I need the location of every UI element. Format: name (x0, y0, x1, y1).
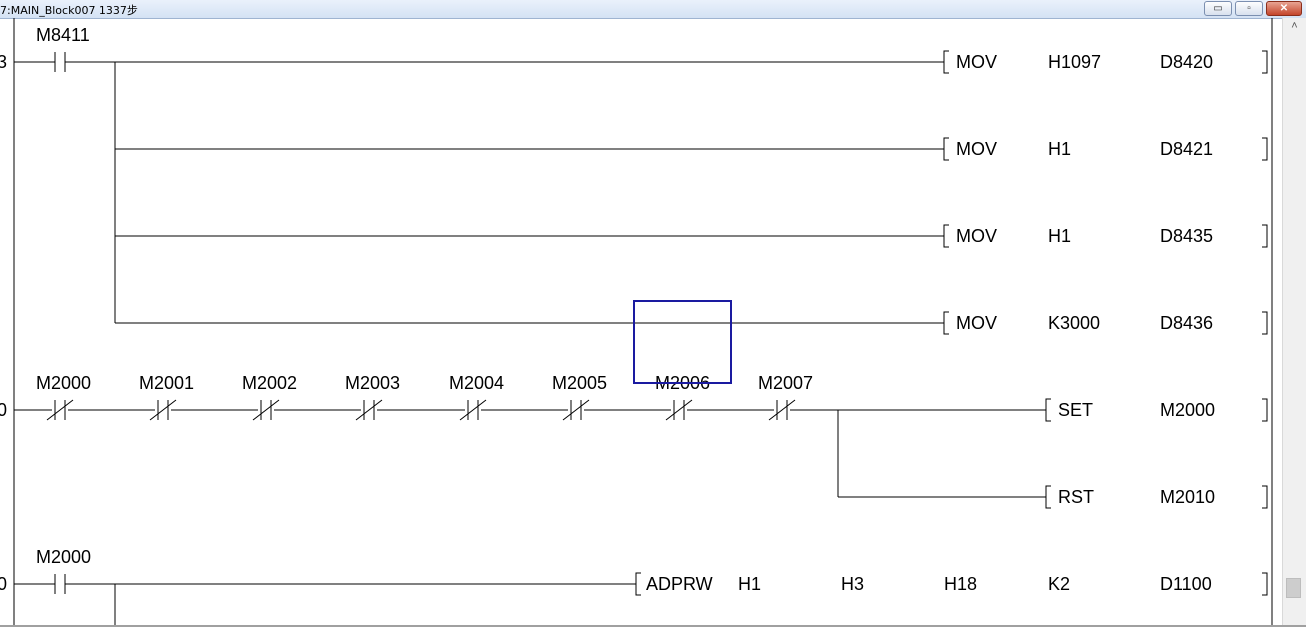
instruction-bracket-left-icon (1045, 398, 1051, 422)
no-contact-icon[interactable] (54, 574, 66, 594)
rung-step-number: 0 (0, 400, 8, 420)
window-title: 7:MAIN_Block007 1337步 (0, 4, 138, 17)
contact-label: M2002 (242, 373, 298, 393)
contact-label: M2005 (552, 373, 608, 393)
minimize-button[interactable]: ▭ (1204, 1, 1232, 16)
instruction-bracket-right-icon (1262, 50, 1268, 74)
nc-contact-icon[interactable] (768, 399, 796, 421)
contact-label: M8411 (36, 25, 90, 45)
no-contact-icon[interactable] (54, 52, 66, 72)
ladder-diagram (13, 18, 1273, 625)
instruction-operand: D8421 (1160, 139, 1214, 159)
rung-step-number: 3 (0, 52, 8, 72)
ladder-editor-canvas[interactable]: 3 M8411 MOV H1097 D8420 MOV H1 D8421 MOV… (0, 18, 1282, 625)
instruction-operand: M2000 (1160, 400, 1216, 420)
restore-button[interactable]: ▫ (1235, 1, 1263, 16)
instruction-bracket-left-icon (635, 572, 641, 596)
instruction-operand: D8435 (1160, 226, 1214, 246)
instruction-mnemonic: SET (1058, 400, 1094, 420)
instruction-mnemonic: MOV (956, 139, 998, 159)
nc-contact-icon[interactable] (355, 399, 383, 421)
contact-label: M2004 (449, 373, 505, 393)
instruction-bracket-right-icon (1262, 398, 1268, 422)
instruction-operand: D1100 (1160, 574, 1212, 594)
vertical-scrollbar[interactable]: ˄ (1282, 18, 1306, 625)
instruction-bracket-right-icon (1262, 224, 1268, 248)
contact-label: M2001 (139, 373, 195, 393)
contact-label: M2003 (345, 373, 401, 393)
scrollbar-thumb[interactable] (1286, 578, 1301, 598)
instruction-operand: H18 (944, 574, 978, 594)
instruction-bracket-left-icon (943, 311, 949, 335)
nc-contact-icon[interactable] (459, 399, 487, 421)
instruction-bracket-right-icon (1262, 485, 1268, 509)
instruction-mnemonic: ADPRW (646, 574, 713, 594)
instruction-bracket-left-icon (943, 224, 949, 248)
instruction-bracket-right-icon (1262, 572, 1268, 596)
instruction-mnemonic: RST (1058, 487, 1094, 507)
instruction-mnemonic: MOV (956, 226, 998, 246)
instruction-operand: M2010 (1160, 487, 1216, 507)
scroll-up-icon[interactable]: ˄ (1291, 20, 1298, 32)
instruction-operand: H1 (738, 574, 762, 594)
rung-step-number: 0 (0, 574, 8, 594)
edit-cursor[interactable] (633, 300, 732, 384)
contact-label: M2007 (758, 373, 814, 393)
nc-contact-icon[interactable] (149, 399, 177, 421)
nc-contact-icon[interactable] (46, 399, 74, 421)
instruction-operand: H1 (1048, 226, 1072, 246)
nc-contact-icon[interactable] (562, 399, 590, 421)
instruction-mnemonic: MOV (956, 52, 998, 72)
instruction-bracket-right-icon (1262, 311, 1268, 335)
contact-label: M2000 (36, 373, 92, 393)
instruction-operand: H1 (1048, 139, 1072, 159)
instruction-operand: H1097 (1048, 52, 1102, 72)
instruction-mnemonic: MOV (956, 313, 998, 333)
close-button[interactable]: ✕ (1266, 1, 1302, 16)
window-titlebar[interactable]: 7:MAIN_Block007 1337步 ▭ ▫ ✕ (0, 0, 1306, 19)
instruction-bracket-left-icon (943, 50, 949, 74)
window-bottom-border (0, 625, 1306, 627)
instruction-operand: D8420 (1160, 52, 1214, 72)
contact-label: M2000 (36, 547, 92, 567)
instruction-bracket-left-icon (943, 137, 949, 161)
instruction-operand: D8436 (1160, 313, 1214, 333)
instruction-operand: K3000 (1048, 313, 1101, 333)
nc-contact-icon[interactable] (252, 399, 280, 421)
instruction-bracket-right-icon (1262, 137, 1268, 161)
instruction-operand: H3 (841, 574, 865, 594)
instruction-operand: K2 (1048, 574, 1071, 594)
instruction-bracket-left-icon (1045, 485, 1051, 509)
nc-contact-icon[interactable] (665, 399, 693, 421)
